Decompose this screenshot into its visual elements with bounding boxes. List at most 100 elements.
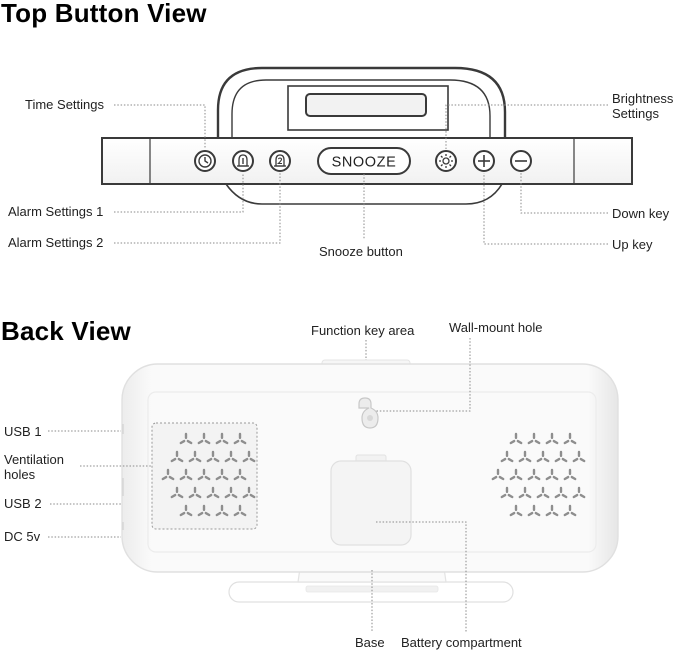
vent-slot [240,439,247,445]
vent-slot [500,493,507,499]
vent-slot [579,493,586,499]
label-brightness-line-2: Settings [612,106,659,121]
vent-slot [197,439,204,445]
vent-slot [240,475,247,481]
vent-slot [215,475,222,481]
vent-slot [536,493,543,499]
vent-slot [554,457,561,463]
vent-slot [197,475,204,481]
vent-slot [213,493,220,499]
label-up-key: Up key [612,237,653,252]
vent-slot [204,511,211,517]
vent-slot [572,493,579,499]
vent-slot [233,439,240,445]
vent-slot [516,475,523,481]
vent-slot [545,439,552,445]
leader-time-settings [114,104,206,149]
label-ventilation-line-2: holes [4,467,36,482]
vent-slot [518,457,525,463]
base-foot [228,567,514,603]
label-brightness-line-1: Brightness [612,91,674,106]
vent-slot [527,439,534,445]
vent-slot [500,457,507,463]
keyhole-icon [358,397,379,429]
leader-alarm-1 [114,173,244,213]
vent-slot [534,511,541,517]
label-ventilation-line-1: Ventilation [4,452,64,467]
vent-slot [543,493,550,499]
vent-slot [570,439,577,445]
ventilation-holes-left [161,432,256,517]
vent-slot [507,457,514,463]
vent-slot [186,439,193,445]
vent-slot [534,439,541,445]
vent-slot [554,493,561,499]
leader-down-key [520,173,608,214]
stand-arch-inner [231,79,491,140]
vent-slot [222,439,229,445]
vent-slot [188,457,195,463]
label-usb-2: USB 2 [4,496,42,511]
stand-grip [305,93,427,117]
vent-slot [516,439,523,445]
top-view-device [101,66,633,205]
vent-slot [179,439,186,445]
vent-slot [186,475,193,481]
vent-slot [231,493,238,499]
vent-slot [242,493,249,499]
vent-slot [231,457,238,463]
vent-slot [527,475,534,481]
vent-slot [222,511,229,517]
vent-slot [170,493,177,499]
vent-slot [188,493,195,499]
vent-slot [561,493,568,499]
label-alarm-settings-2: Alarm Settings 2 [8,235,104,250]
vent-slot [195,457,202,463]
vent-slot [518,493,525,499]
vent-slot [545,511,552,517]
vent-slot [177,457,184,463]
label-dc-5v: DC 5v [4,529,41,544]
vent-slot [233,475,240,481]
brightness-icon [435,150,457,172]
label-snooze-button: Snooze button [319,244,403,259]
top-view-title: Top Button View [1,0,207,28]
vent-slot [570,511,577,517]
battery-compartment [330,454,412,546]
vent-slot [563,511,570,517]
ventilation-highlight-box [151,422,258,530]
vent-slot [222,475,229,481]
vent-slot [536,457,543,463]
vent-slot [215,439,222,445]
vent-slot [491,475,498,481]
label-wall-mount-hole: Wall-mount hole [449,320,543,335]
vent-slot [543,457,550,463]
vent-slot [249,457,256,463]
label-base: Base [355,635,385,650]
vent-slot [195,493,202,499]
vent-slot [563,439,570,445]
vent-slot [570,475,577,481]
minus-icon [510,150,532,172]
snooze-key-label: SNOOZE [332,155,397,171]
vent-slot [527,511,534,517]
vent-slot [206,493,213,499]
vent-slot [249,493,256,499]
label-usb-1: USB 1 [4,424,42,439]
vent-slot [233,511,240,517]
stand-arch [216,66,507,140]
label-function-key-area: Function key area [311,323,415,338]
vent-slot [186,511,193,517]
vent-slot [509,439,516,445]
label-ventilation-holes: Ventilation holes [4,452,64,482]
vent-slot [525,493,532,499]
vent-slot [170,457,177,463]
alarm-1-icon [232,150,254,172]
ventilation-holes-right [491,432,586,517]
top-leader-lines [114,104,608,245]
vent-slot [177,493,184,499]
vent-slot [579,457,586,463]
vent-slot [498,475,505,481]
vent-slot [206,457,213,463]
